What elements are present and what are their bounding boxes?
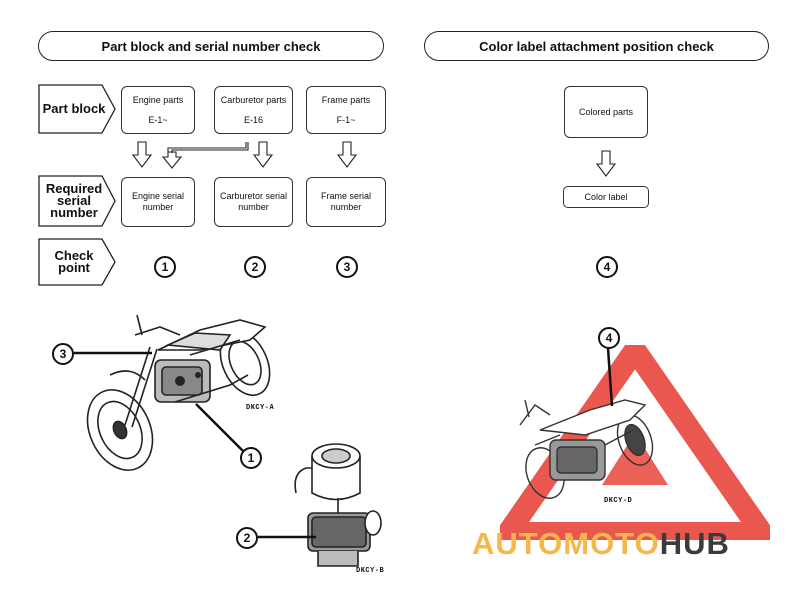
right-header: Color label attachment position check: [424, 31, 769, 61]
colored-parts-box: Colored parts: [564, 86, 648, 138]
part-block-code: E-1~: [148, 114, 168, 125]
callout-4-leader: [606, 348, 614, 407]
down-arrow-icon: [161, 151, 183, 169]
arrow-box-shape: [38, 238, 116, 286]
row-label-line: Required: [45, 181, 103, 196]
callout-4: 4: [598, 327, 620, 349]
callout-3-leader: [74, 351, 152, 355]
motorcycle-illustration: [86, 314, 271, 471]
flow-arrow-right: [595, 150, 617, 177]
down-arrow-icon: [336, 141, 358, 168]
serial-engine: Engine serial number: [121, 177, 195, 227]
part-block-code: E-16: [243, 114, 263, 125]
row-label-line: number: [50, 205, 98, 220]
part-block-name: Carburetor parts: [220, 94, 287, 105]
part-block-code: F-1~: [336, 114, 356, 125]
carburetor-illustration: [294, 443, 382, 567]
serial-line: Carburetor serial: [219, 191, 288, 201]
color-label-text: Color label: [584, 191, 628, 202]
figure-code-motorcycle: DKCY-A: [246, 404, 275, 412]
serial-frame: Frame serial number: [306, 177, 386, 227]
part-block-carburetor: Carburetor parts E-16: [214, 86, 293, 134]
arrow-box-shape: [38, 84, 116, 134]
connector-line: [167, 142, 247, 153]
checkpoint-4: 4: [596, 256, 618, 278]
callout-3: 3: [52, 343, 74, 365]
flow-arrows-left: [131, 141, 358, 169]
serial-line: number: [238, 202, 269, 212]
row-label-line: point: [58, 260, 90, 275]
checkpoint-1: 1: [154, 256, 176, 278]
figure-code-carburetor: DKCY-B: [356, 567, 385, 575]
colored-parts-label: Colored parts: [578, 106, 634, 117]
checkpoint-3: 3: [336, 256, 358, 278]
serial-line: Frame serial: [320, 191, 371, 201]
part-block-frame: Frame parts F-1~: [306, 86, 386, 134]
serial-line: number: [142, 202, 174, 212]
callout-1-leader: [195, 403, 245, 453]
down-arrow-icon: [252, 141, 274, 168]
down-arrow-icon: [131, 141, 153, 168]
watermark-part2: MOTO: [563, 526, 660, 561]
arrow-box-shape: [38, 175, 116, 227]
row-label-line: Check: [54, 248, 94, 263]
figure-code-right: DKCY-D: [604, 497, 633, 505]
row-label-text: Part block: [42, 101, 106, 116]
callout-2: 2: [236, 527, 258, 549]
serial-carburetor: Carburetor serial number: [214, 177, 293, 227]
callout-2-leader: [258, 535, 316, 539]
callout-1: 1: [240, 447, 262, 469]
watermark-text: AUTOMOTOHUB: [472, 526, 730, 562]
serial-line: number: [330, 202, 362, 212]
part-block-name: Frame parts: [321, 94, 371, 105]
checkpoint-2: 2: [244, 256, 266, 278]
part-block-engine: Engine parts E-1~: [121, 86, 195, 134]
left-header: Part block and serial number check: [38, 31, 384, 61]
row-label-line: serial: [57, 193, 91, 208]
watermark-part3: HUB: [659, 526, 730, 561]
down-arrow-icon: [595, 150, 617, 177]
row-label-part-block: Part block: [38, 84, 116, 134]
part-block-name: Engine parts: [132, 94, 184, 105]
serial-line: Engine serial: [131, 191, 185, 201]
color-label-box: Color label: [563, 186, 649, 208]
motorcycle-illustration-right: [519, 399, 654, 499]
watermark-part1: AUTO: [472, 526, 564, 561]
connector-line: [171, 142, 249, 153]
